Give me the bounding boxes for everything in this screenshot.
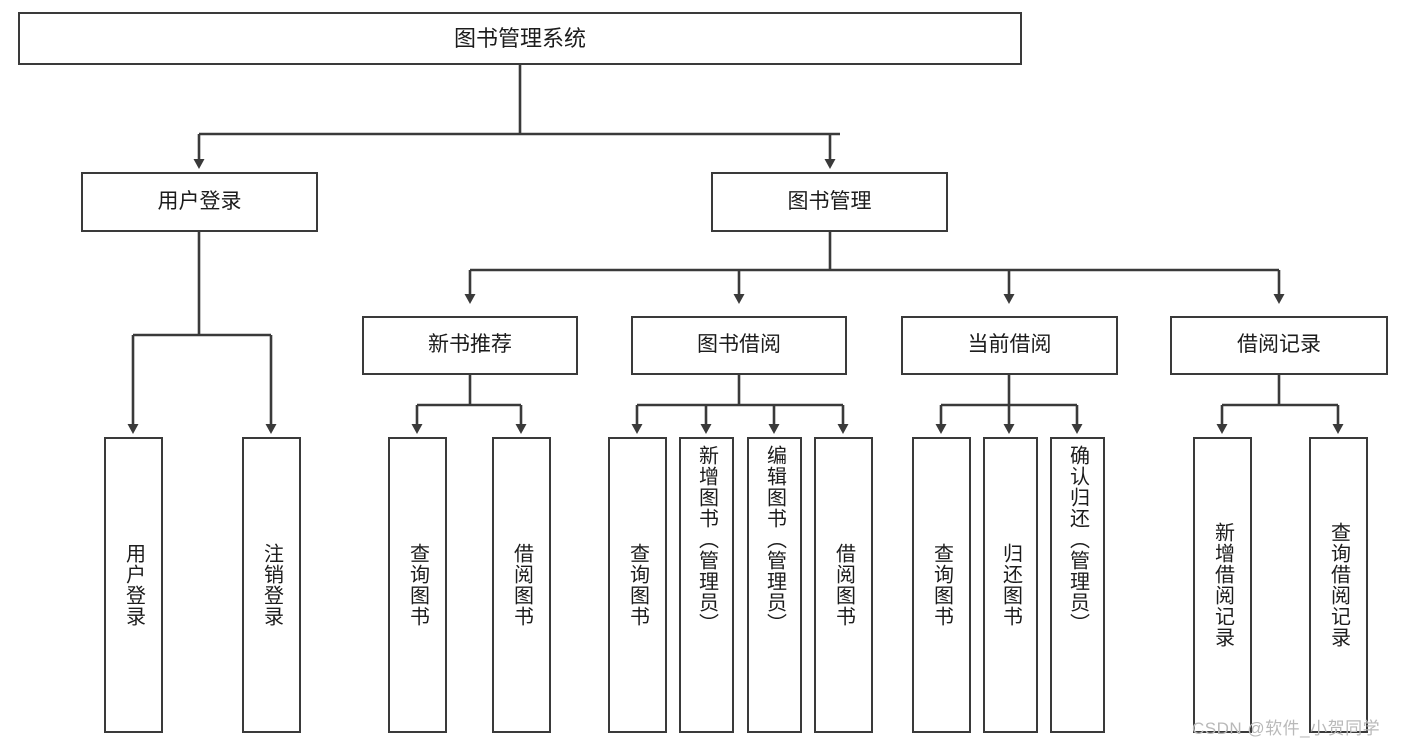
node-leaf-add-book-label: 新增图书（管理员） <box>695 445 718 634</box>
node-current-borrow[interactable]: 当前借阅 <box>901 316 1118 375</box>
node-leaf-borrow-book-2[interactable]: 借阅图书 <box>814 437 873 733</box>
node-book-borrow[interactable]: 图书借阅 <box>631 316 847 375</box>
node-leaf-confirm-return-label: 确认归还（管理员） <box>1066 445 1089 634</box>
node-leaf-logout-login-label: 注销登录 <box>260 543 283 627</box>
node-leaf-edit-book-label: 编辑图书（管理员） <box>763 445 786 634</box>
node-leaf-borrow-book-1[interactable]: 借阅图书 <box>492 437 551 733</box>
node-borrow-record-label: 借阅记录 <box>1237 333 1321 357</box>
node-new-book-recommend-label: 新书推荐 <box>428 333 512 357</box>
node-leaf-add-record-label: 新增借阅记录 <box>1211 522 1234 648</box>
node-borrow-record[interactable]: 借阅记录 <box>1170 316 1388 375</box>
node-book-management-label: 图书管理 <box>787 189 872 213</box>
node-book-borrow-label: 图书借阅 <box>697 333 781 357</box>
node-leaf-return-book[interactable]: 归还图书 <box>983 437 1038 733</box>
node-leaf-user-login[interactable]: 用户登录 <box>104 437 163 733</box>
node-new-book-recommend[interactable]: 新书推荐 <box>362 316 578 375</box>
node-leaf-edit-book[interactable]: 编辑图书（管理员） <box>747 437 802 733</box>
node-current-borrow-label: 当前借阅 <box>967 333 1052 357</box>
csdn-watermark: CSDN @软件_小贺同学 <box>1192 719 1381 738</box>
node-leaf-query-book-3[interactable]: 查询图书 <box>912 437 971 733</box>
node-leaf-query-book-1[interactable]: 查询图书 <box>388 437 447 733</box>
node-leaf-query-record-label: 查询借阅记录 <box>1327 522 1350 648</box>
node-user-login-label: 用户登录 <box>157 189 242 213</box>
node-leaf-query-book-2[interactable]: 查询图书 <box>608 437 667 733</box>
node-leaf-user-login-label: 用户登录 <box>122 543 145 627</box>
node-leaf-borrow-book-1-label: 借阅图书 <box>510 543 533 627</box>
node-leaf-add-record[interactable]: 新增借阅记录 <box>1193 437 1252 733</box>
node-leaf-logout-login[interactable]: 注销登录 <box>242 437 301 733</box>
node-leaf-confirm-return[interactable]: 确认归还（管理员） <box>1050 437 1105 733</box>
node-root[interactable]: 图书管理系统 <box>18 12 1022 65</box>
node-leaf-borrow-book-2-label: 借阅图书 <box>832 543 855 627</box>
node-leaf-query-book-1-label: 查询图书 <box>406 543 429 627</box>
node-user-login[interactable]: 用户登录 <box>81 172 318 232</box>
node-book-management[interactable]: 图书管理 <box>711 172 948 232</box>
node-leaf-query-book-3-label: 查询图书 <box>930 543 953 627</box>
node-leaf-add-book[interactable]: 新增图书（管理员） <box>679 437 734 733</box>
node-leaf-query-record[interactable]: 查询借阅记录 <box>1309 437 1368 733</box>
node-leaf-query-book-2-label: 查询图书 <box>626 543 649 627</box>
node-leaf-return-book-label: 归还图书 <box>999 543 1022 627</box>
node-root-label: 图书管理系统 <box>453 25 586 51</box>
